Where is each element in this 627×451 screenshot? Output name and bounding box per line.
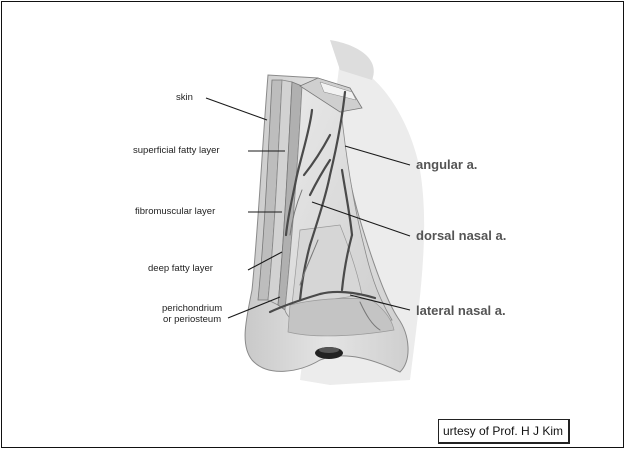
- label-perichondrium-line1: perichondrium: [162, 303, 222, 314]
- label-angular-artery: angular a.: [416, 157, 477, 172]
- label-perichondrium: perichondrium or periosteum: [162, 303, 222, 325]
- label-superficial-fatty-layer: superficial fatty layer: [133, 145, 220, 156]
- label-fibromuscular-layer: fibromuscular layer: [135, 206, 215, 217]
- label-lateral-nasal-artery: lateral nasal a.: [416, 303, 506, 318]
- label-perichondrium-line2: or periosteum: [162, 314, 222, 325]
- label-dorsal-nasal-artery: dorsal nasal a.: [416, 228, 506, 243]
- label-deep-fatty-layer: deep fatty layer: [148, 263, 213, 274]
- leader-skin: [206, 98, 267, 120]
- credit-caption: urtesy of Prof. H J Kim: [438, 419, 570, 444]
- label-skin: skin: [176, 92, 193, 103]
